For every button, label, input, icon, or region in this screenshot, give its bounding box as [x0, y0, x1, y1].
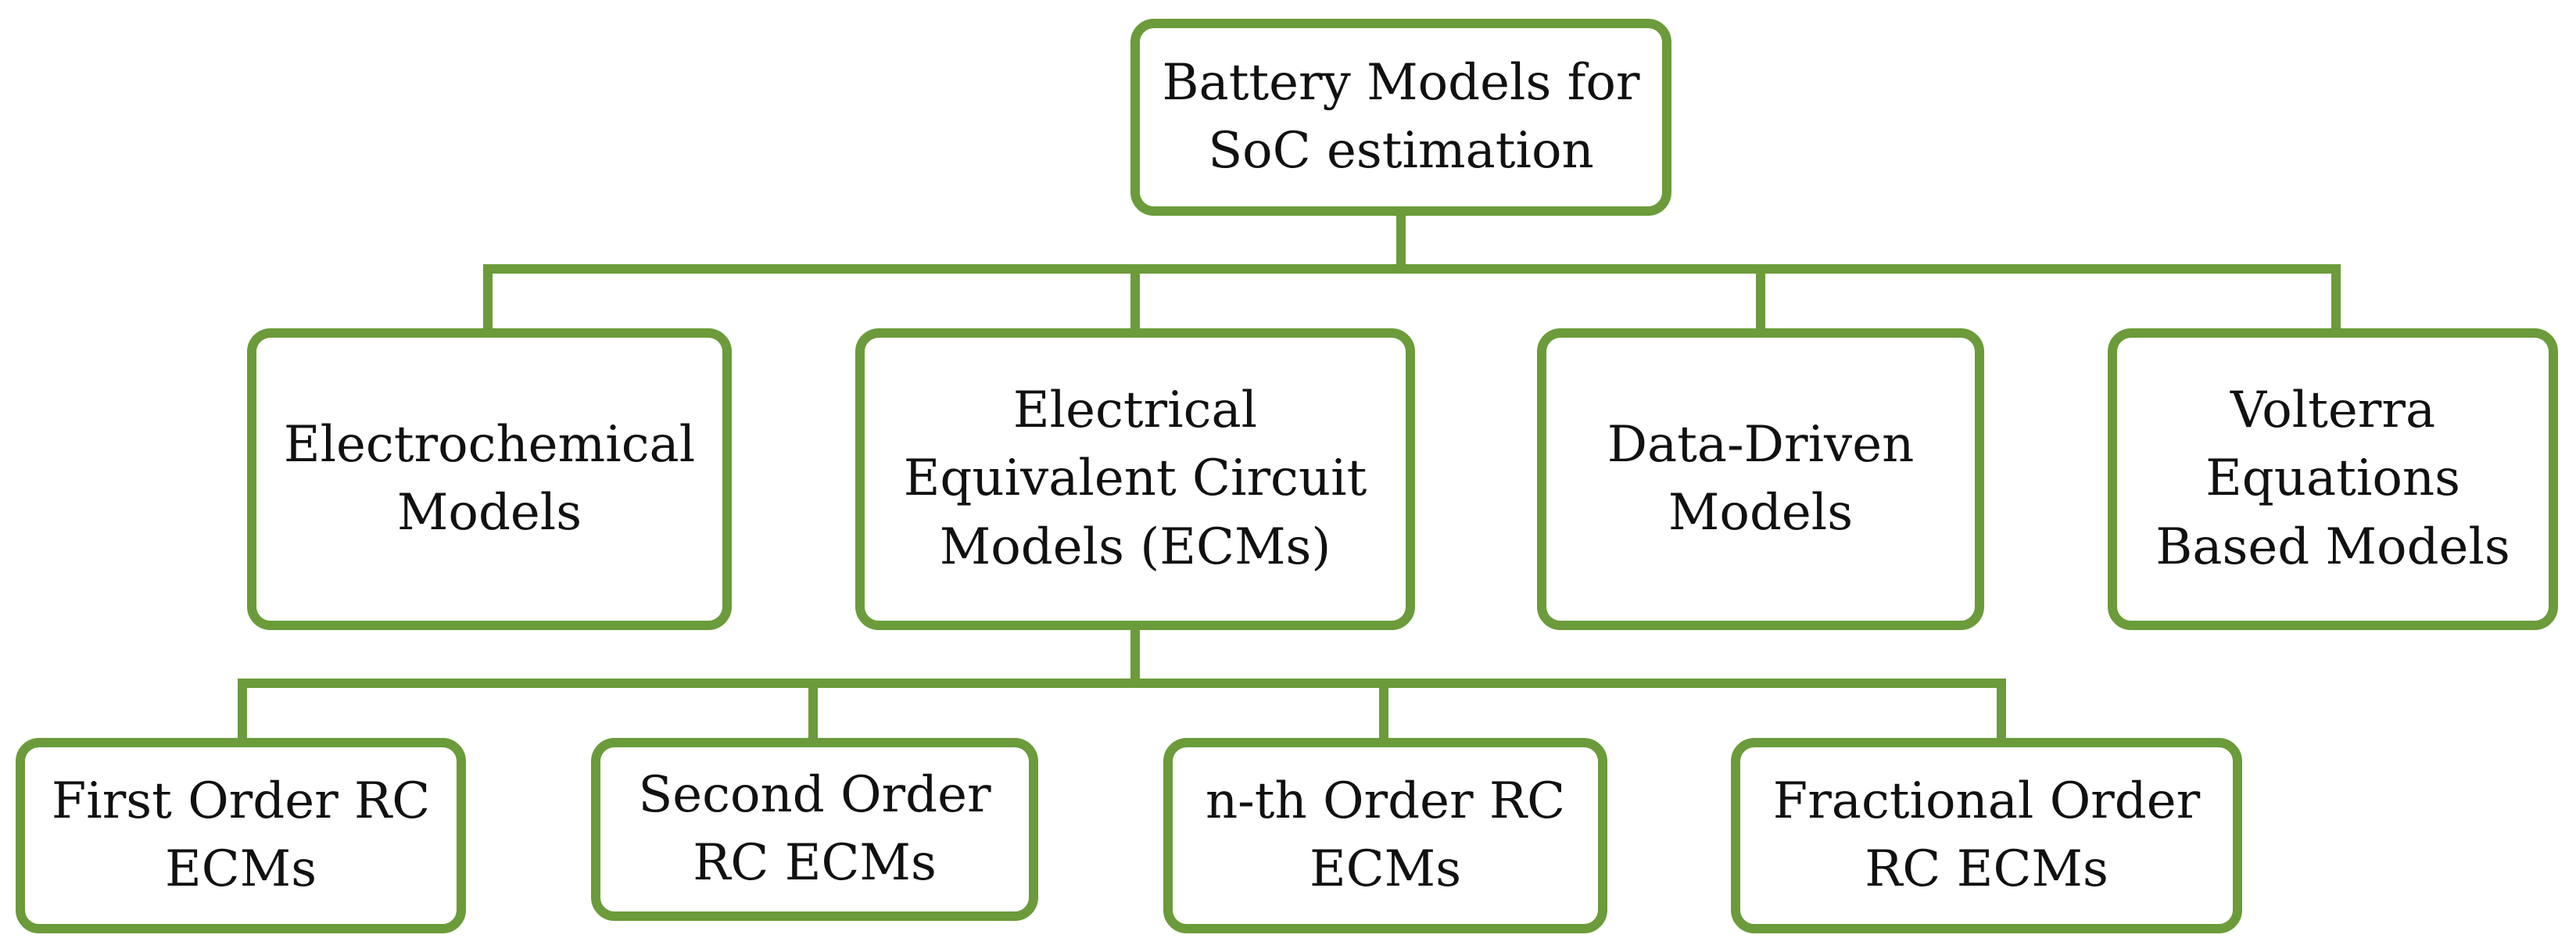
- node-second-order-line-1: Second Order: [638, 765, 991, 824]
- connector-to-electrochemical: [483, 264, 493, 335]
- connector-to-fractional-order: [1997, 679, 2006, 746]
- node-ecm-line-1: Electrical: [1012, 381, 1258, 440]
- node-data-driven-models: Data-Driven Models: [1537, 328, 1984, 630]
- node-second-order-rc-ecms: Second Order RC ECMs: [591, 738, 1038, 921]
- connector-to-first-order: [238, 679, 247, 746]
- node-first-order-line-1: First Order RC: [51, 772, 431, 830]
- node-first-order-rc-ecms: First Order RC ECMs: [16, 738, 466, 933]
- node-electrical-equivalent-circuit-models: Electrical Equivalent Circuit Models (EC…: [855, 328, 1415, 630]
- node-fractional-order-line-2: RC ECMs: [1865, 840, 2108, 898]
- node-volterra-line-1: Volterra: [2230, 381, 2436, 440]
- connector-to-second-order: [808, 679, 818, 746]
- node-root-line-1: Battery Models for: [1162, 53, 1640, 112]
- node-nth-order-rc-ecms: n-th Order RC ECMs: [1163, 738, 1607, 933]
- node-electrochemical-line-1: Electrochemical: [283, 415, 696, 474]
- node-root-battery-models: Battery Models for SoC estimation: [1130, 19, 1671, 216]
- node-electrochemical-line-2: Models: [396, 484, 582, 542]
- node-ecm-line-3: Models (ECMs): [939, 517, 1331, 576]
- connector-level1-bus: [483, 264, 2341, 274]
- node-volterra-line-2: Equations: [2205, 449, 2460, 508]
- connector-level2-bus: [238, 679, 2006, 688]
- node-root-line-2: SoC estimation: [1208, 122, 1594, 180]
- node-fractional-order-rc-ecms: Fractional Order RC ECMs: [1731, 738, 2242, 933]
- connector-ecm-down: [1130, 625, 1140, 688]
- node-nth-order-line-1: n-th Order RC: [1205, 772, 1566, 830]
- connector-to-nth-order: [1379, 679, 1388, 746]
- node-volterra-line-3: Based Models: [2155, 517, 2510, 576]
- node-volterra-equations-models: Volterra Equations Based Models: [2108, 328, 2558, 630]
- node-second-order-line-2: RC ECMs: [693, 834, 937, 892]
- node-first-order-line-2: ECMs: [164, 840, 317, 898]
- connector-to-data-driven: [1756, 264, 1765, 335]
- node-data-driven-line-2: Models: [1668, 484, 1854, 542]
- node-ecm-line-2: Equivalent Circuit: [903, 449, 1367, 508]
- connector-root-down: [1396, 211, 1406, 274]
- node-electrochemical-models: Electrochemical Models: [247, 328, 732, 630]
- node-fractional-order-line-1: Fractional Order: [1772, 772, 2201, 830]
- node-nth-order-line-2: ECMs: [1309, 840, 1462, 898]
- connector-to-ecm: [1130, 264, 1140, 335]
- node-data-driven-line-1: Data-Driven: [1607, 415, 1915, 474]
- connector-to-volterra: [2331, 264, 2341, 335]
